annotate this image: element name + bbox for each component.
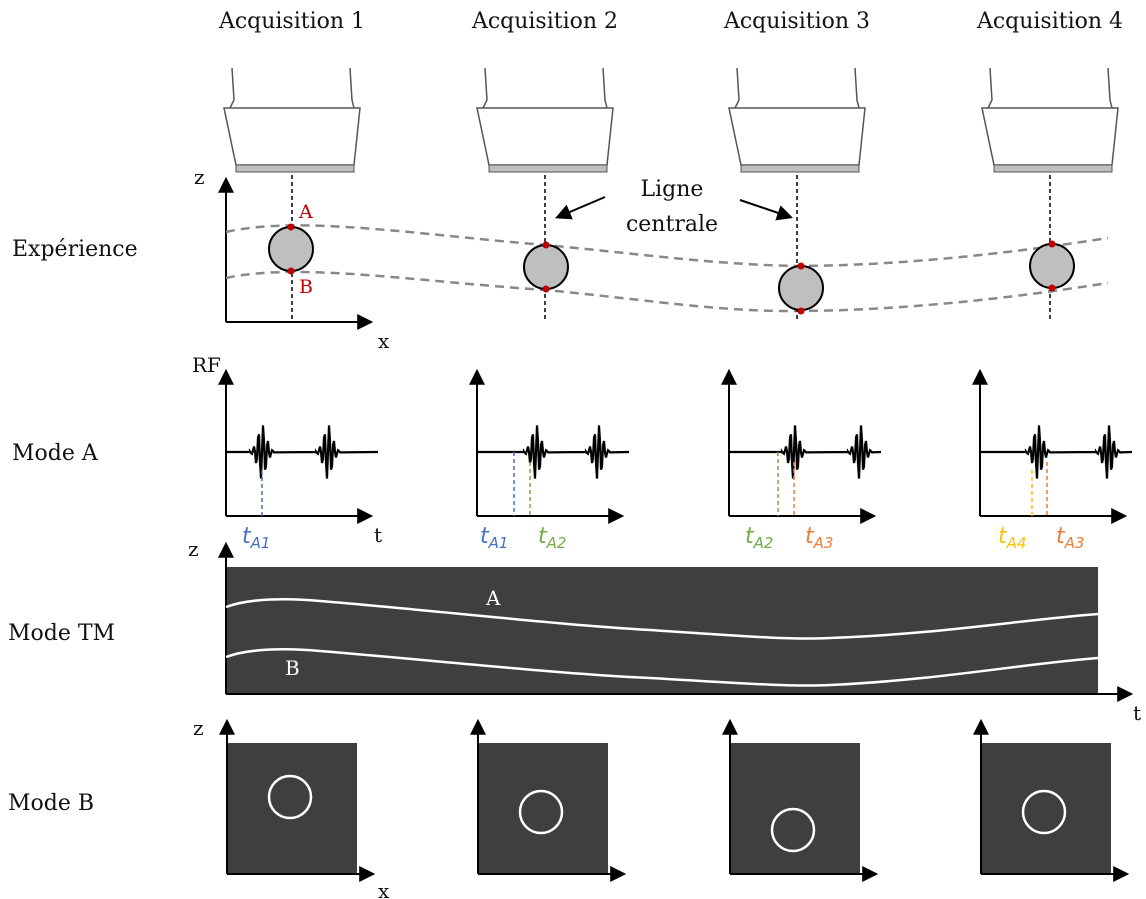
rf-signal-3 <box>729 425 882 479</box>
transducer-3 <box>728 67 866 173</box>
annotation-arrow-right <box>739 199 794 221</box>
rf-signals <box>226 425 1133 479</box>
mode-tm-wall-b <box>225 647 1099 687</box>
point-a-label: A <box>298 201 313 223</box>
vessel-wall-bottom <box>225 270 1109 313</box>
time-label-acq4-a3: tA3 <box>1056 524 1084 552</box>
time-label-acq1-a1: tA1 <box>242 524 270 552</box>
mode-b-rings <box>267 774 1067 853</box>
mode-tm-wall-a <box>225 597 1099 640</box>
experience-z-label: z <box>194 165 205 189</box>
transducer-4 <box>981 67 1119 173</box>
annotation-ligne: Ligne <box>641 177 704 202</box>
time-label-acq3-a2: tA2 <box>745 524 773 552</box>
acquisition-4-header: Acquisition 4 <box>976 9 1123 34</box>
time-label-acq2-a2: tA2 <box>538 524 566 552</box>
transducers <box>223 67 1119 173</box>
acquisition-1-header: Acquisition 1 <box>218 9 365 34</box>
row-label-mode-b: Mode B <box>8 791 94 816</box>
mode-a-rf-label: RF <box>192 353 221 377</box>
rf-signal-1 <box>226 425 379 479</box>
time-label-acq2-a1: tA1 <box>480 524 508 552</box>
acquisition-3-header: Acquisition 3 <box>723 9 870 34</box>
acquisition-2-header: Acquisition 2 <box>471 9 618 34</box>
row-label-experience: Expérience <box>12 237 138 262</box>
annotation-arrow-left <box>555 196 606 220</box>
mode-tm-axes <box>218 541 1134 702</box>
mode-tm-a-label: A <box>485 586 501 610</box>
point-b-label: B <box>299 276 313 298</box>
mode-tm-t-label: t <box>1133 701 1141 725</box>
vessel-wall-top <box>225 224 1109 268</box>
mode-b-z-label: z <box>193 716 204 740</box>
mode-a-t-label: t <box>374 523 382 547</box>
row-label-mode-tm: Mode TM <box>8 621 115 646</box>
wall-points <box>287 223 1056 315</box>
vessel-sections <box>268 226 1075 311</box>
mode-b-axes <box>219 718 1130 882</box>
transducer-1 <box>223 67 361 173</box>
transducer-2 <box>476 67 614 173</box>
annotation-centrale: centrale <box>626 212 718 237</box>
time-label-acq4-a4: tA4 <box>998 524 1026 552</box>
experience-axes <box>218 176 374 330</box>
time-marker-lines <box>261 452 1048 516</box>
mode-tm-z-label: z <box>188 537 199 561</box>
mode-tm-b-label: B <box>285 656 300 680</box>
row-label-mode-a: Mode A <box>12 441 99 466</box>
time-label-acq3-a3: tA3 <box>805 524 833 552</box>
experience-x-label: x <box>378 329 390 353</box>
mode-b-panels <box>227 743 1111 874</box>
mode-a-axes <box>218 368 1128 524</box>
rf-signal-4 <box>980 425 1133 479</box>
rf-signal-2 <box>477 425 630 479</box>
mode-b-x-label: x <box>378 879 390 899</box>
